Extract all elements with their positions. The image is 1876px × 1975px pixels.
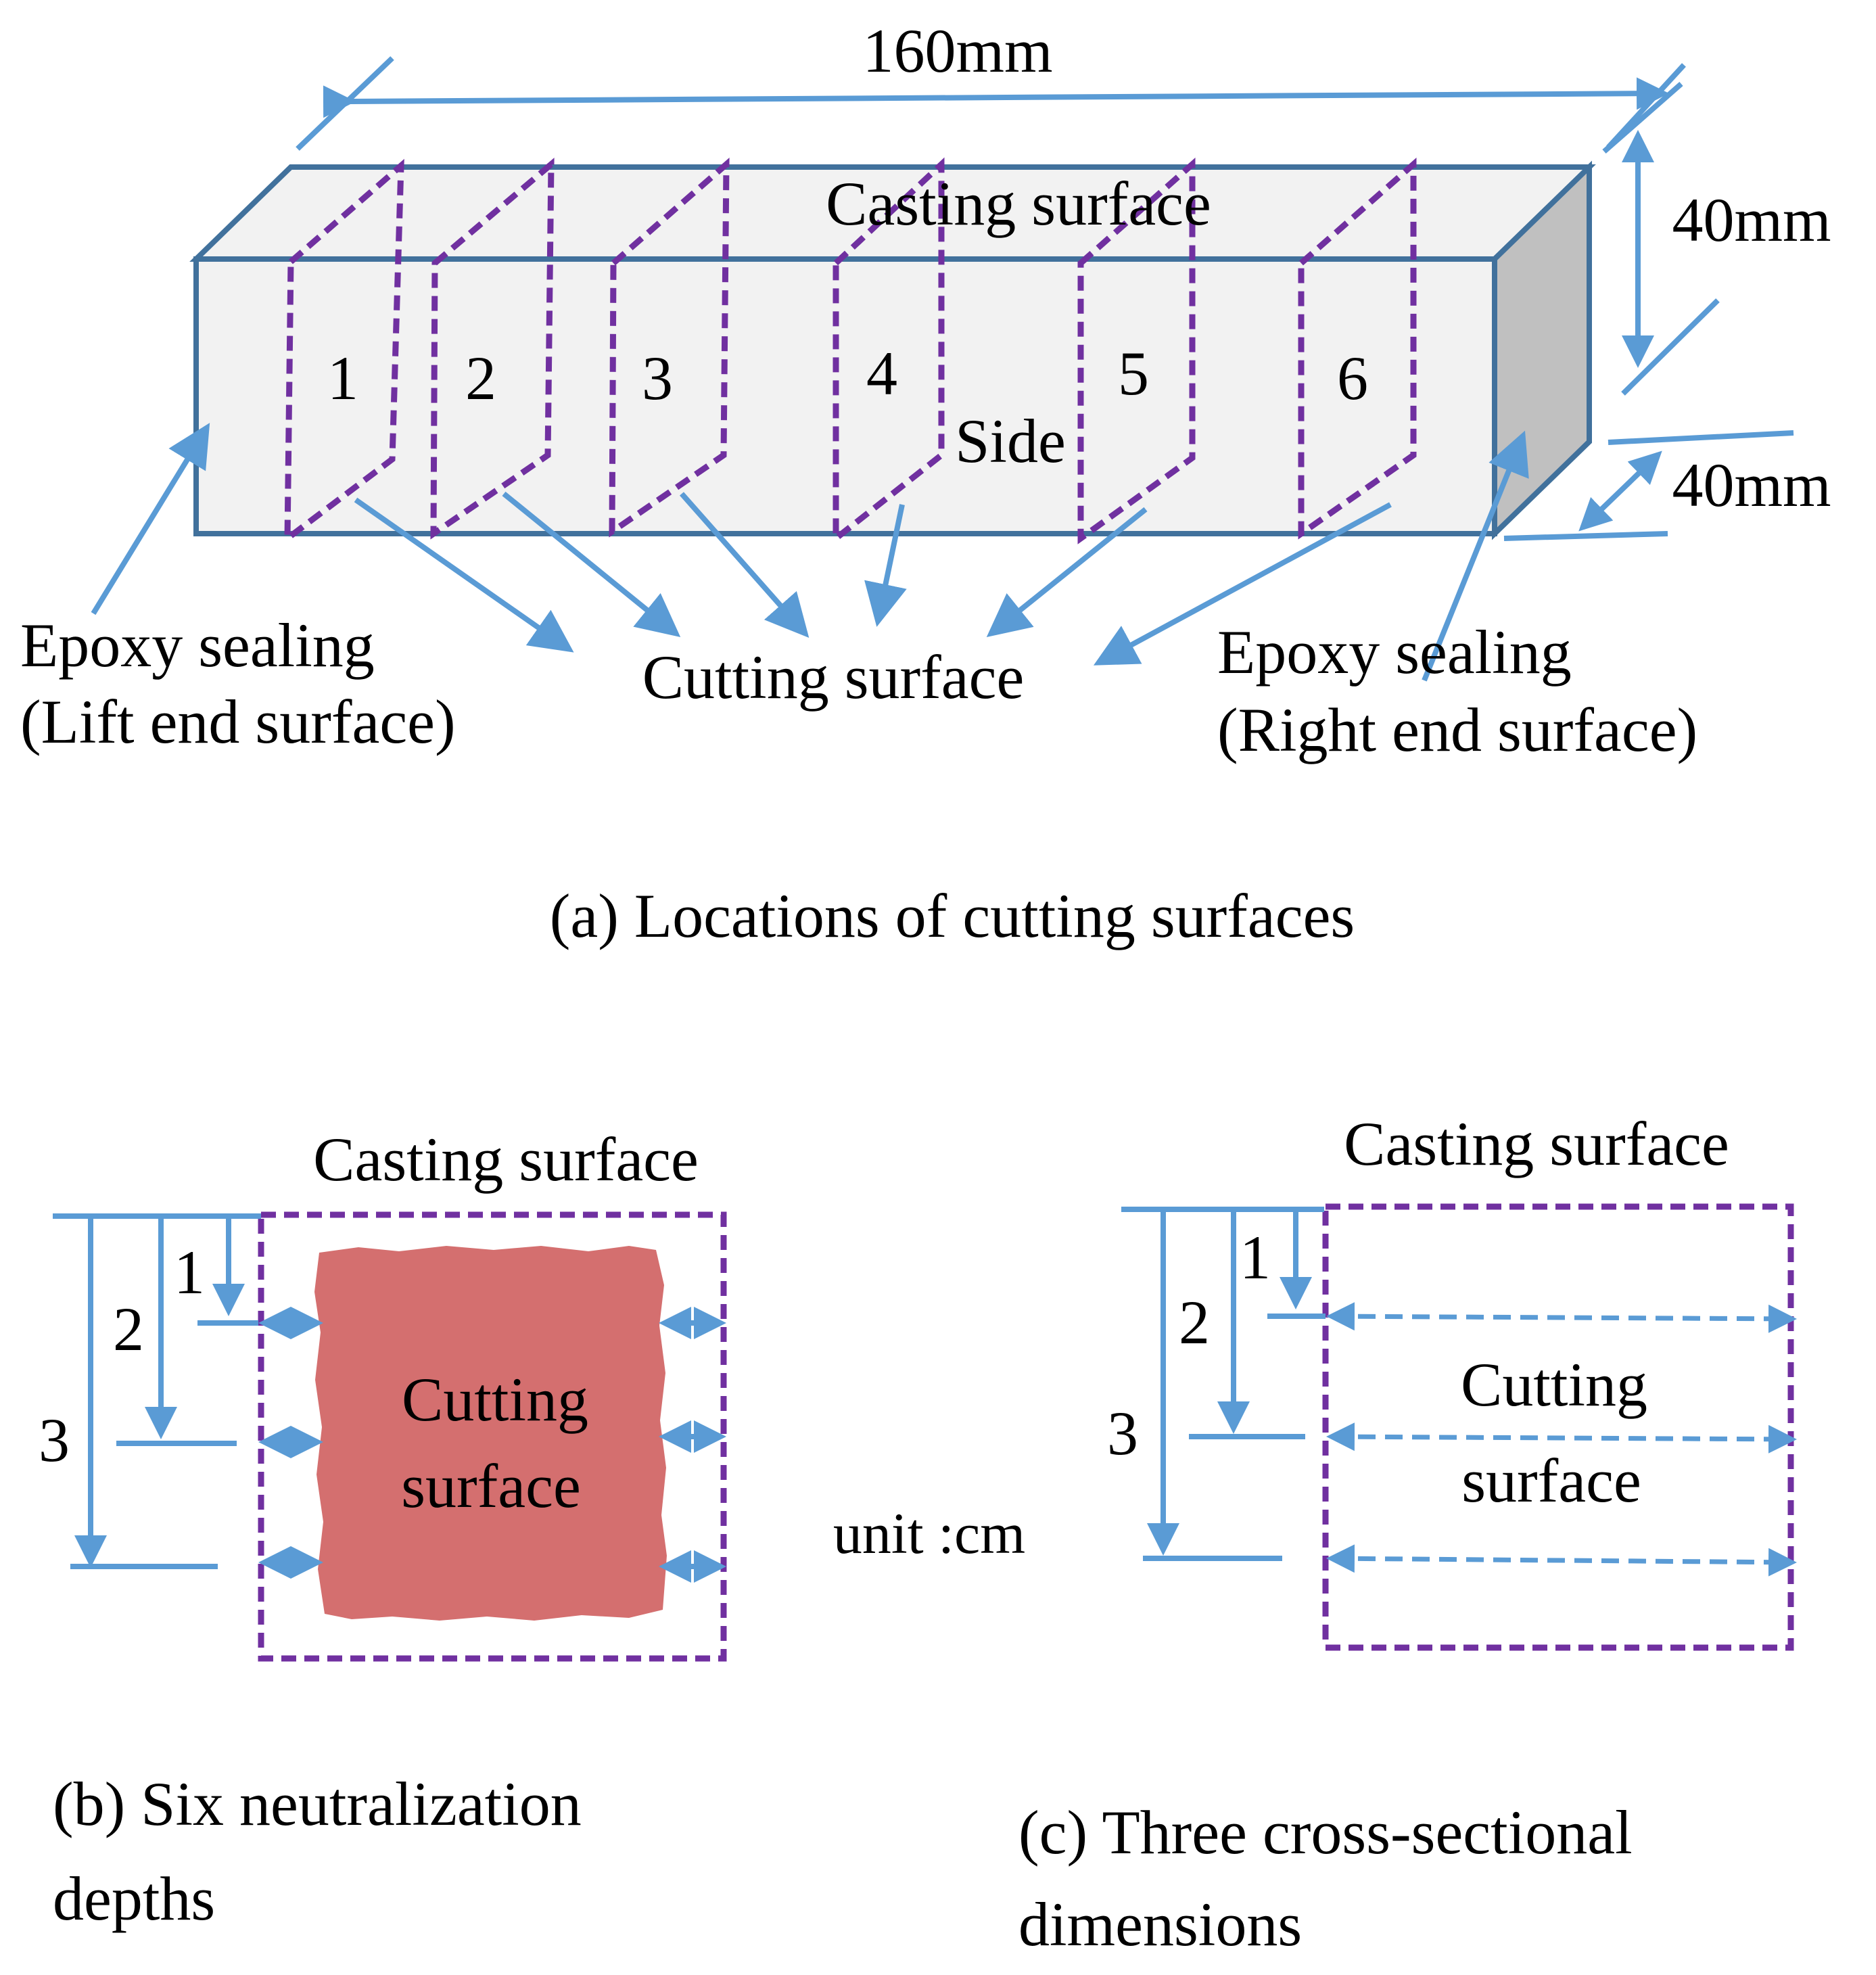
cut-planes [284,157,1417,545]
c-section-outline [1322,1203,1794,1651]
cutting-surface-label: Cutting surface [642,643,1025,712]
b-center-line1: Cutting [402,1365,588,1434]
depth-tick-bottom [1503,531,1668,541]
caption-c-line2: dimensions [1018,1890,1302,1959]
panel-c: Casting surface Cutting surface 1 2 3 (c… [1018,1109,1797,1959]
length-label: 160mm [862,16,1052,85]
c-center-line1: Cutting [1461,1350,1647,1419]
b-depth-label-3: 3 [39,1405,70,1474]
cut-pointer-6 [1093,502,1392,666]
cut-number-6: 6 [1337,344,1368,413]
panel-b: Casting surface Cutting surface 1 2 3 (b… [39,1125,727,1933]
b-neutralized-region [314,1246,667,1621]
cut-plane-3 [609,158,730,538]
c-center-line2: surface [1461,1446,1641,1515]
cut-plane-5 [1077,158,1196,544]
cut-number-4: 4 [866,339,897,408]
height-tick-bottom [1621,298,1720,396]
left-seal-line1: Epoxy sealing [20,611,375,680]
c-depth-label-1: 1 [1240,1223,1271,1292]
depth-label: 40mm [1672,450,1831,519]
panel-a: 1 2 3 4 5 6 Casting surface Side 160mm 4… [20,16,1831,950]
caption-a: (a) Locations of cutting surfaces [550,881,1355,950]
right-seal-pointer [1422,430,1529,682]
b-center-line2: surface [401,1451,581,1520]
height-label: 40mm [1672,185,1831,254]
c-casting-surface-label: Casting surface [1344,1109,1729,1178]
cut-number-1: 1 [327,344,358,413]
side-label: Side [955,406,1066,475]
length-dimension-arrow [323,77,1669,118]
cut-pointer-3 [680,492,810,638]
cut-plane-6 [1298,158,1417,540]
cut-pointer-5 [986,507,1148,638]
c-cross-arrow-2 [1326,1422,1797,1454]
cut-plane-2 [430,158,555,540]
cut-pointer-2 [502,491,681,638]
cut-number-2: 2 [465,344,496,413]
caption-c-line1: (c) Three cross-sectional [1018,1798,1633,1867]
b-depth-label-2: 2 [113,1295,144,1364]
right-seal-line2: (Right end surface) [1217,695,1697,764]
c-cross-section-arrows [1326,1302,1797,1577]
cut-pointer-1 [354,497,574,653]
c-depth-label-2: 2 [1179,1288,1210,1357]
c-cross-arrow-1 [1326,1302,1797,1333]
right-seal-line1: Epoxy sealing [1217,618,1572,687]
left-seal-pointer [91,423,210,615]
caption-b-line1: (b) Six neutralization [53,1769,582,1838]
b-neutralization-arrows [258,1307,726,1583]
cut-pointer-4 [864,504,907,627]
cut-pointer-arrows [354,491,1392,666]
depth-tick-top [1608,430,1794,445]
c-cross-arrow-3 [1326,1544,1797,1577]
cut-plane-4 [833,157,945,545]
depth-dimension-arrow [1578,450,1662,532]
caption-b-line2: depths [53,1864,215,1933]
c-depth-label-3: 3 [1107,1399,1138,1468]
height-tick-top [1602,81,1683,154]
unit-label: unit :cm [833,1501,1025,1566]
cut-plane-1 [284,158,404,545]
b-casting-surface-label: Casting surface [313,1125,699,1194]
casting-surface-label: Casting surface [826,169,1211,238]
prism-front-face [193,256,1497,536]
b-depth-label-1: 1 [174,1238,205,1307]
left-seal-line2: (Lift end surface) [20,687,456,756]
cut-number-5: 5 [1118,339,1149,408]
cut-number-3: 3 [642,344,673,413]
